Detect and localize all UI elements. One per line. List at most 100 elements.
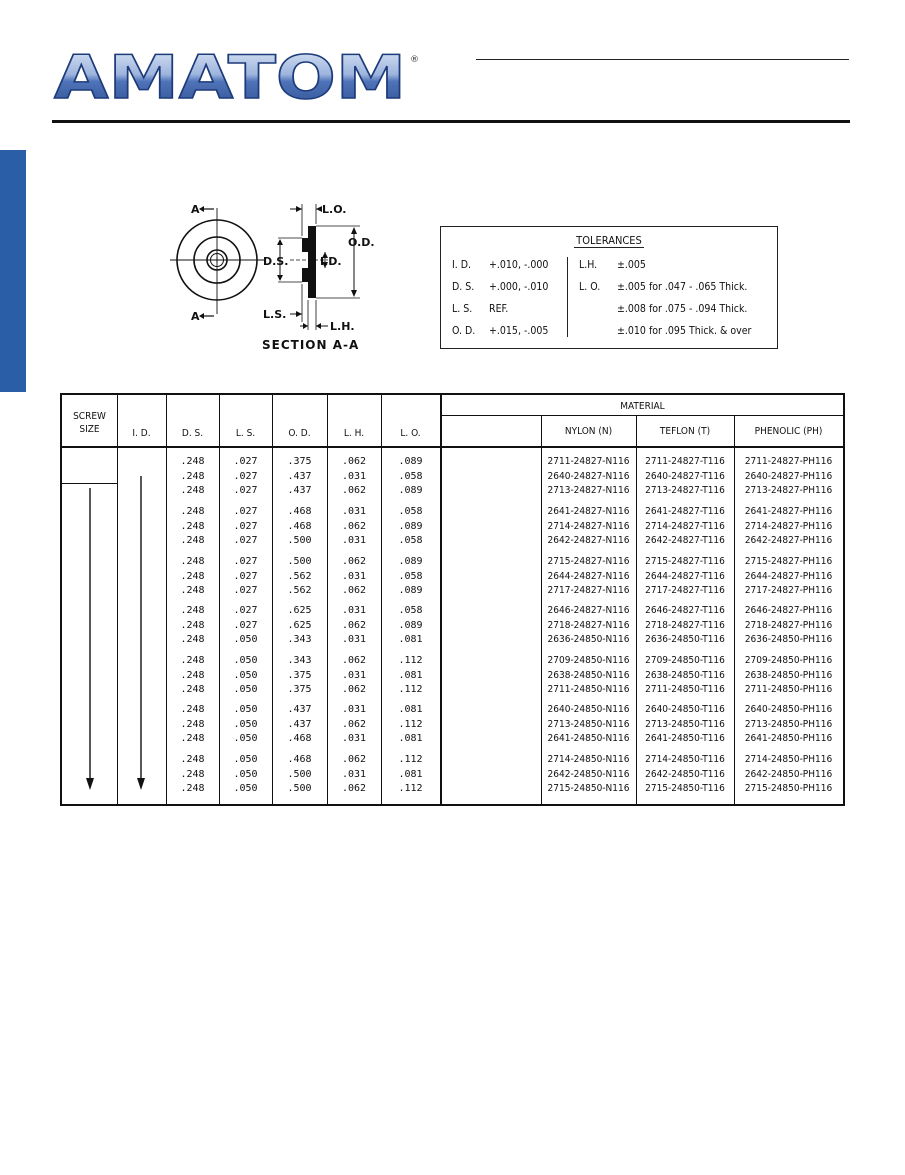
cell-teflon-part: 2642-24850-T116 bbox=[645, 768, 725, 780]
cell-phenolic-part: 2642-24850-PH116 bbox=[744, 768, 833, 780]
cell-nylon-part: 2717-24827-N116 bbox=[547, 585, 630, 597]
cell-lh: .062 bbox=[341, 456, 367, 467]
cell-lh: .062 bbox=[341, 485, 367, 497]
cell-nylon-part: 2640-24827-N116 bbox=[547, 470, 630, 482]
cell-teflon-part: 2644-24827-T116 bbox=[645, 570, 725, 582]
cell-lo: .089 bbox=[398, 556, 423, 567]
cell-lo: .058 bbox=[398, 470, 423, 482]
cell-od: .468 bbox=[287, 506, 312, 517]
cell-lh: .031 bbox=[341, 535, 367, 547]
cell-ls: .050 bbox=[233, 754, 258, 765]
tol-value: REF. bbox=[489, 303, 509, 315]
cell-lh: .062 bbox=[341, 684, 367, 696]
cell-nylon-part: 2718-24827-N116 bbox=[547, 619, 630, 631]
cell-lo: .112 bbox=[398, 718, 423, 730]
cell-lo: .112 bbox=[398, 655, 423, 666]
cell-lh: .031 bbox=[341, 733, 367, 745]
cell-lo: .058 bbox=[398, 506, 423, 517]
header-rule bbox=[60, 446, 845, 448]
col-header-teflon: TEFLON (T) bbox=[659, 426, 711, 437]
tol-label: L. S. bbox=[452, 303, 473, 315]
cell-nylon-part: 2713-24850-N116 bbox=[547, 718, 630, 730]
col-divider bbox=[117, 393, 118, 806]
col-header-screw-size: SCREW SIZE bbox=[62, 410, 117, 436]
amatom-logo: AMATOM ® bbox=[53, 50, 419, 106]
cell-od: .343 bbox=[287, 655, 312, 666]
cell-teflon-part: 2638-24850-T116 bbox=[645, 669, 725, 681]
cell-teflon-part: 2711-24827-T116 bbox=[645, 456, 725, 467]
header-thin-rule bbox=[476, 59, 849, 60]
tol-value: +.010, -.000 bbox=[489, 259, 549, 271]
cell-phenolic-part: 2711-24827-PH116 bbox=[744, 456, 833, 467]
cell-teflon-part: 2641-24850-T116 bbox=[645, 733, 725, 745]
cell-lo: .089 bbox=[398, 520, 423, 532]
cell-lh: .062 bbox=[341, 585, 367, 597]
cell-od: .343 bbox=[287, 634, 312, 646]
cell-teflon-part: 2713-24827-T116 bbox=[645, 485, 725, 497]
cell-od: .468 bbox=[287, 733, 312, 745]
cell-lo: .089 bbox=[398, 456, 423, 467]
header-screw: SCREW bbox=[73, 411, 106, 422]
down-arrow-icon bbox=[86, 778, 94, 790]
cell-phenolic-part: 2709-24850-PH116 bbox=[744, 655, 833, 666]
cell-ds: .248 bbox=[180, 556, 205, 567]
cell-lo: .081 bbox=[398, 634, 423, 646]
cell-phenolic-part: 2636-24850-PH116 bbox=[744, 634, 833, 646]
cell-ds: .248 bbox=[180, 506, 205, 517]
cell-teflon-part: 2642-24827-T116 bbox=[645, 535, 725, 547]
cell-ds: .248 bbox=[180, 669, 205, 681]
cell-od: .375 bbox=[287, 684, 312, 696]
cell-ls: .027 bbox=[233, 605, 258, 616]
cell-nylon-part: 2714-24850-N116 bbox=[547, 754, 630, 765]
cell-lo: .081 bbox=[398, 704, 423, 715]
cell-ds: .248 bbox=[180, 535, 205, 547]
table-border-top bbox=[60, 393, 845, 395]
cell-teflon-part: 2636-24850-T116 bbox=[645, 634, 725, 646]
tolerances-divider bbox=[567, 257, 568, 337]
cell-phenolic-part: 2640-24827-PH116 bbox=[744, 470, 833, 482]
cell-nylon-part: 2711-24827-N116 bbox=[547, 456, 630, 467]
cell-ds: .248 bbox=[180, 605, 205, 616]
cell-phenolic-part: 2713-24850-PH116 bbox=[744, 718, 833, 730]
cell-nylon-part: 2711-24850-N116 bbox=[547, 684, 630, 696]
cell-lo: .112 bbox=[398, 684, 423, 696]
cell-lo: .089 bbox=[398, 585, 423, 597]
col-divider bbox=[541, 415, 542, 806]
cell-lo: .058 bbox=[398, 570, 423, 582]
cell-ds: .248 bbox=[180, 456, 205, 467]
dim-label-lo: L.O. bbox=[322, 203, 346, 216]
cell-lh: .031 bbox=[341, 669, 367, 681]
cell-lo: .081 bbox=[398, 733, 423, 745]
cell-teflon-part: 2714-24827-T116 bbox=[645, 520, 725, 532]
col-header-ls: L. S. bbox=[235, 428, 256, 439]
cell-phenolic-part: 2638-24850-PH116 bbox=[744, 669, 833, 681]
col-divider bbox=[734, 415, 735, 806]
cell-lh: .062 bbox=[341, 520, 367, 532]
cell-phenolic-part: 2711-24850-PH116 bbox=[744, 684, 833, 696]
cell-ls: .050 bbox=[233, 783, 258, 795]
cell-od: .500 bbox=[287, 535, 312, 547]
dim-label-ds: D.S. bbox=[263, 255, 288, 268]
cell-od: .375 bbox=[287, 456, 312, 467]
tol-label: L.H. bbox=[579, 259, 598, 271]
cell-teflon-part: 2646-24827-T116 bbox=[645, 605, 725, 616]
cell-od: .437 bbox=[287, 718, 312, 730]
cell-teflon-part: 2713-24850-T116 bbox=[645, 718, 725, 730]
cell-nylon-part: 2641-24850-N116 bbox=[547, 733, 630, 745]
cell-nylon-part: 2715-24827-N116 bbox=[547, 556, 630, 567]
tolerances-box: TOLERANCES I. D. +.010, -.000 D. S. +.00… bbox=[440, 226, 778, 349]
col-header-phenolic: PHENOLIC (PH) bbox=[754, 426, 823, 437]
cell-phenolic-part: 2713-24827-PH116 bbox=[744, 485, 833, 497]
cell-ds: .248 bbox=[180, 470, 205, 482]
cell-nylon-part: 2636-24850-N116 bbox=[547, 634, 630, 646]
cell-lh: .062 bbox=[341, 783, 367, 795]
cell-od: .500 bbox=[287, 556, 312, 567]
cell-teflon-part: 2714-24850-T116 bbox=[645, 754, 725, 765]
cell-phenolic-part: 2717-24827-PH116 bbox=[744, 585, 833, 597]
cell-ls: .027 bbox=[233, 456, 258, 467]
cell-teflon-part: 2711-24850-T116 bbox=[645, 684, 725, 696]
col-divider bbox=[440, 393, 442, 806]
material-rule bbox=[440, 415, 845, 416]
tol-value: ±.005 bbox=[617, 259, 646, 271]
cell-lo: .081 bbox=[398, 669, 423, 681]
